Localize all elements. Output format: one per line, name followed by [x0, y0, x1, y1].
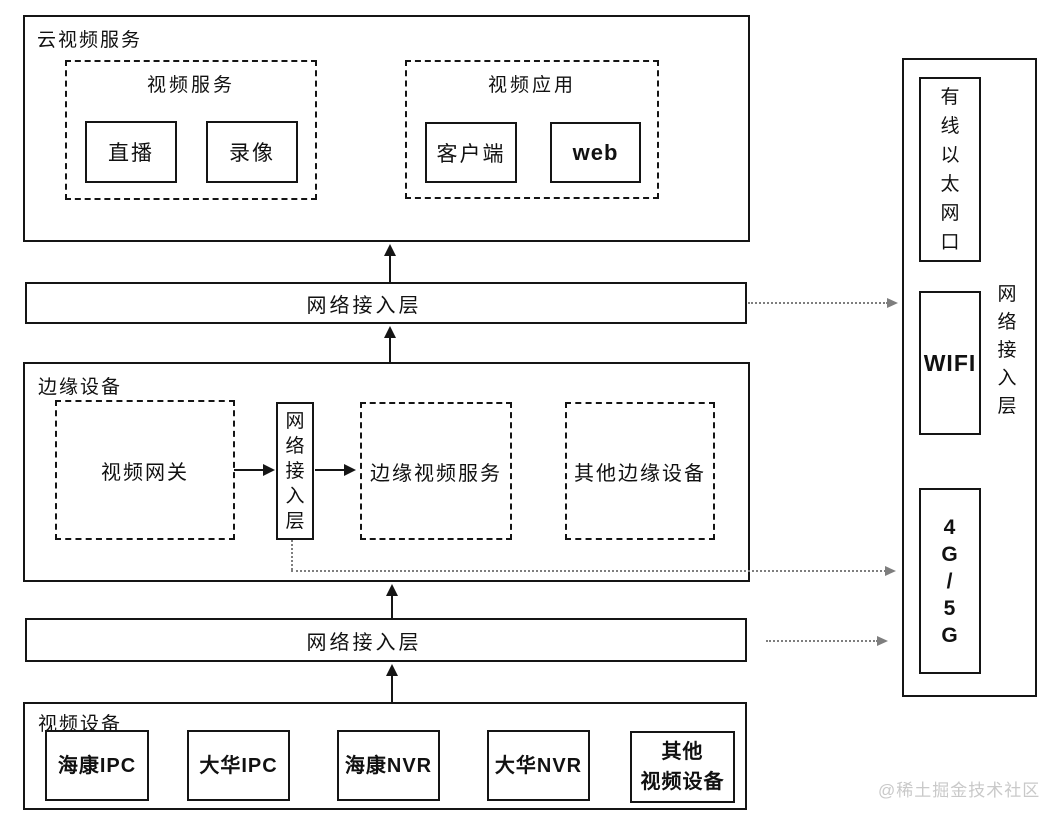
dahua-nvr-node: 大华NVR: [487, 730, 590, 801]
arrow-up-to-bar-top-line: [389, 337, 391, 362]
network-access-bar-top-label: 网络接入层: [306, 294, 422, 317]
cloud-section-title: 云视频服务: [37, 30, 143, 51]
arrow-up-to-bar-top: [384, 326, 396, 338]
cellular-4g5g-node: 4 G / 5 G: [919, 488, 981, 674]
arrow-up-to-edge-line: [391, 595, 393, 618]
arrow-up-to-cloud-line: [389, 255, 391, 282]
other-edge-devices-node: 其他边缘设备: [565, 402, 715, 540]
edge-section-title: 边缘设备: [38, 377, 123, 398]
arrow-up-to-bar-bottom-line: [391, 675, 393, 702]
hikvision-nvr-node: 海康NVR: [337, 730, 440, 801]
network-access-bar-bottom-label: 网络接入层: [306, 631, 422, 654]
video-gateway-node: 视频网关: [55, 400, 235, 540]
arrow-up-to-edge: [386, 584, 398, 596]
arrow-up-to-bar-bottom: [386, 664, 398, 676]
dotted-bar-top-line: [748, 302, 888, 304]
video-service-group: 视频服务 直播 录像: [65, 60, 317, 200]
video-app-group: 视频应用 客户端 web: [405, 60, 659, 199]
wired-ethernet-node: 有 线 以 太 网 口: [919, 77, 981, 262]
dotted-edge-access-down-line: [291, 540, 293, 570]
arrow-gateway-to-access: [263, 464, 275, 476]
arrow-up-to-cloud: [384, 244, 396, 256]
network-access-bar-top: 网络接入层: [25, 282, 747, 324]
wifi-node: WIFI: [919, 291, 981, 435]
dotted-arrow-to-panel-bottom: [877, 636, 888, 646]
video-devices-box: 视频设备 海康IPC 大华IPC 海康NVR 大华NVR 其他 视频设备: [23, 702, 747, 810]
client-node: 客户端: [425, 122, 517, 183]
edge-video-service-node: 边缘视频服务: [360, 402, 512, 540]
dotted-edge-access-right-line: [291, 570, 886, 572]
web-node: web: [550, 122, 641, 183]
devices-section-title: 视频设备: [38, 714, 123, 735]
live-node: 直播: [85, 121, 177, 183]
network-panel-label: 网 络 接 入 层: [997, 283, 1017, 417]
dotted-bar-bottom-line: [766, 640, 878, 642]
video-service-group-title: 视频服务: [146, 75, 235, 96]
network-access-panel: 有 线 以 太 网 口 WIFI 4 G / 5 G 网 络 接 入 层: [902, 58, 1037, 697]
dotted-arrow-to-panel-top: [887, 298, 898, 308]
arrow-access-to-edgeservice-line: [315, 469, 345, 471]
dahua-ipc-node: 大华IPC: [187, 730, 290, 801]
arrow-gateway-to-access-line: [234, 469, 264, 471]
watermark: @稀土掘金技术社区: [878, 781, 1041, 800]
video-app-group-title: 视频应用: [487, 75, 576, 96]
cloud-video-service-box: 云视频服务 视频服务 直播 录像 视频应用 客户端 web: [23, 15, 750, 242]
edge-devices-box: 边缘设备 视频网关 网 络 接 入 层 边缘视频服务 其他边缘设备: [23, 362, 750, 582]
recording-node: 录像: [206, 121, 298, 183]
network-access-bar-bottom: 网络接入层: [25, 618, 747, 662]
dotted-arrow-to-panel-middle: [885, 566, 896, 576]
other-video-devices-node: 其他 视频设备: [630, 731, 735, 803]
arrow-access-to-edgeservice: [344, 464, 356, 476]
hikvision-ipc-node: 海康IPC: [45, 730, 149, 801]
edge-access-layer-node: 网 络 接 入 层: [276, 402, 314, 540]
